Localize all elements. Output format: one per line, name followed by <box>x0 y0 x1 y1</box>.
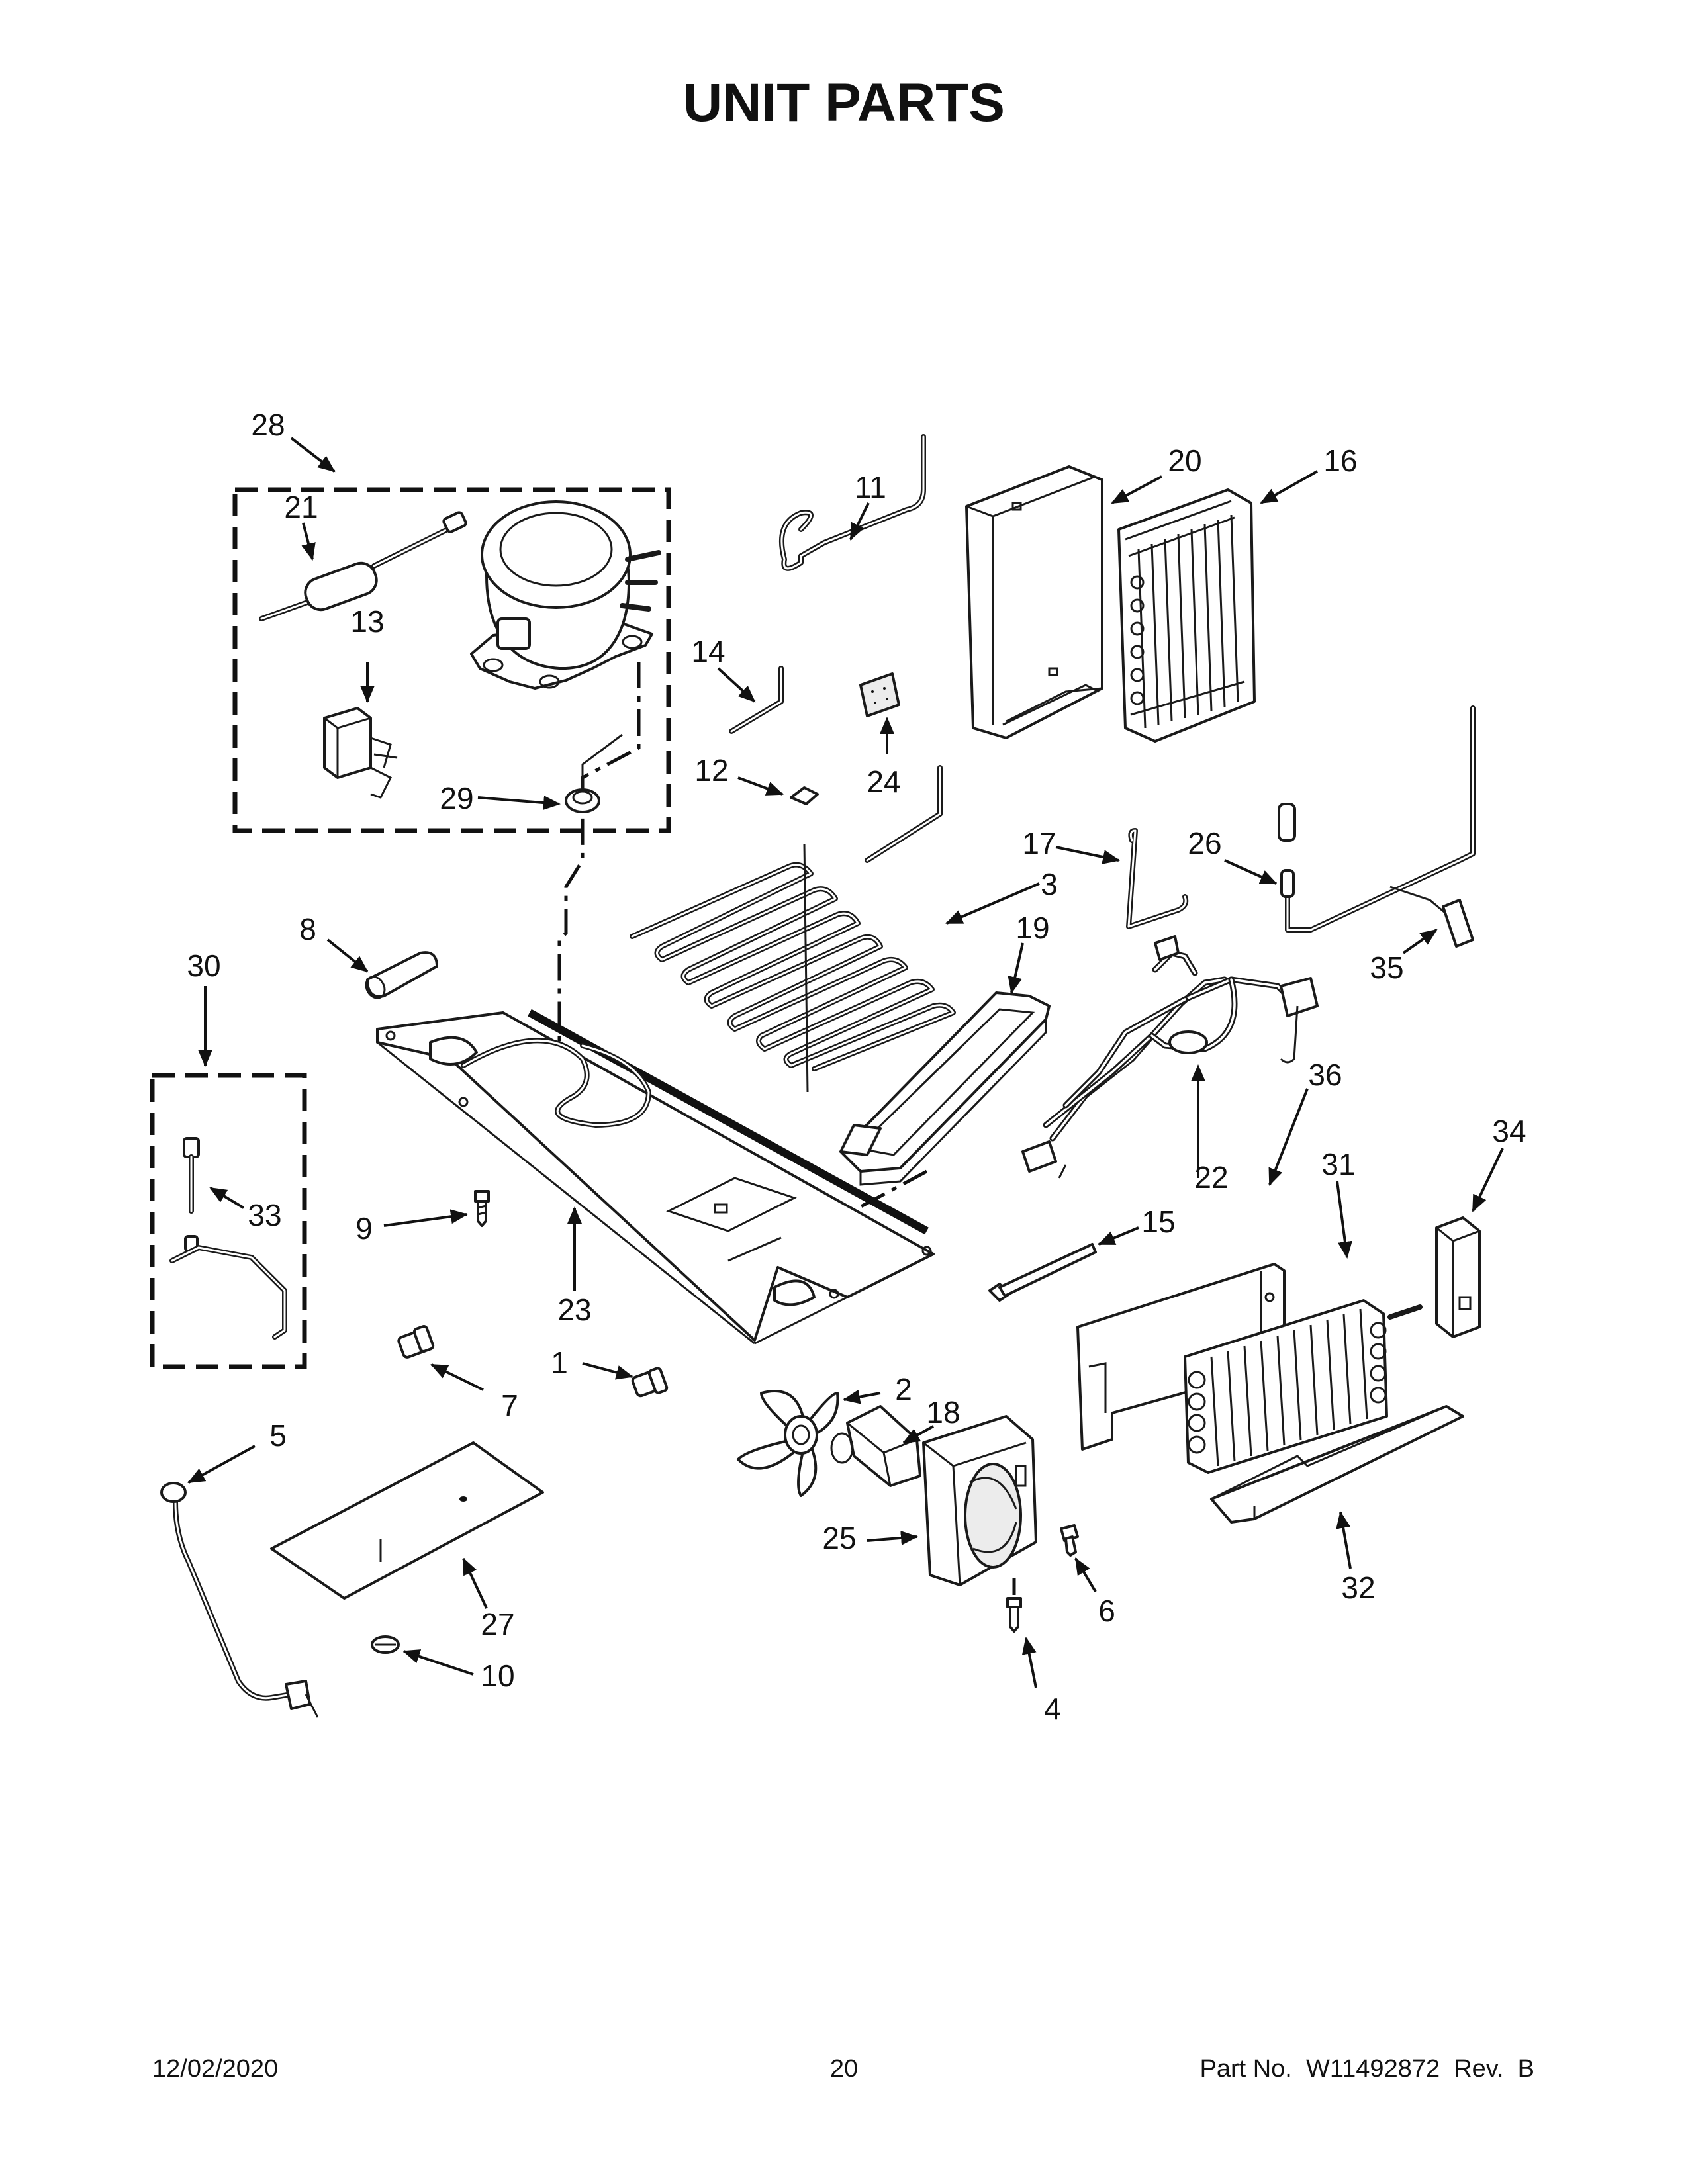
water-valve-kit-group-box <box>150 1073 307 1369</box>
leader-lines <box>187 437 1504 1688</box>
callout-10: 10 <box>481 1659 514 1693</box>
compression-fitting <box>397 1325 435 1359</box>
callout-9: 9 <box>355 1211 373 1246</box>
callout-36: 36 <box>1308 1058 1342 1092</box>
callout-27: 27 <box>481 1607 514 1641</box>
callout-13: 13 <box>350 604 384 639</box>
callout-33: 33 <box>248 1198 281 1232</box>
callout-20: 20 <box>1168 443 1201 478</box>
evaporator-coil <box>1117 488 1256 743</box>
compressor-grommet <box>565 733 623 813</box>
callout-24: 24 <box>867 764 900 799</box>
footer-page-number: 20 <box>830 2055 858 2083</box>
foam-tube <box>365 951 438 999</box>
bumper <box>371 1635 400 1654</box>
callout-3: 3 <box>1041 867 1058 901</box>
compressor-kit-group-box <box>232 487 671 833</box>
compressor <box>470 500 661 690</box>
screw <box>474 1190 490 1227</box>
evaporator-pad <box>859 672 900 717</box>
callout-15: 15 <box>1141 1205 1175 1239</box>
callout-6: 6 <box>1098 1594 1115 1628</box>
callout-28: 28 <box>251 408 285 442</box>
tube <box>729 666 784 734</box>
callout-12: 12 <box>694 753 728 788</box>
callouts: 28 21 13 29 11 20 16 14 24 12 3 19 17 26… <box>187 408 1526 1726</box>
callout-29: 29 <box>440 781 473 815</box>
callout-7: 7 <box>501 1388 518 1423</box>
callout-5: 5 <box>269 1418 287 1453</box>
callout-2: 2 <box>895 1372 912 1406</box>
condenser-fan-motor <box>830 1405 921 1487</box>
callout-4: 4 <box>1044 1692 1061 1726</box>
condenser-fan-blade <box>737 1390 839 1497</box>
defrost-drain-pan <box>1210 1405 1464 1524</box>
callout-11: 11 <box>855 470 886 504</box>
wiring-harness <box>1021 935 1319 1179</box>
callout-18: 18 <box>926 1395 960 1430</box>
footer-part-number: Part No. W11492872 Rev. B <box>1199 2055 1534 2083</box>
clip <box>790 786 819 805</box>
wire-clip <box>1126 828 1189 929</box>
evaporator-drain-pan <box>839 991 1051 1186</box>
machine-compartment-base <box>376 1009 935 1345</box>
callout-19: 19 <box>1015 911 1049 945</box>
callout-32: 32 <box>1341 1570 1375 1605</box>
tubing-assembly <box>778 434 926 571</box>
callout-25: 25 <box>822 1521 856 1555</box>
assembly-line-compressor <box>557 662 641 1132</box>
callout-31: 31 <box>1321 1147 1355 1181</box>
callout-14: 14 <box>691 634 725 668</box>
callout-17: 17 <box>1022 826 1056 860</box>
callout-8: 8 <box>299 912 316 946</box>
union-fitting <box>631 1367 669 1398</box>
callout-16: 16 <box>1323 443 1357 478</box>
callout-23: 23 <box>557 1293 591 1327</box>
callout-1: 1 <box>551 1345 568 1380</box>
shroud-screw <box>1060 1524 1079 1557</box>
defrost-heater <box>630 765 956 1093</box>
condenser-cover <box>1435 1216 1481 1338</box>
callout-22: 22 <box>1194 1160 1228 1195</box>
condenser-coil <box>1184 1299 1423 1474</box>
callout-26: 26 <box>1188 826 1221 860</box>
callout-35: 35 <box>1370 950 1403 985</box>
water-valve <box>169 1137 287 1340</box>
mounting-screw <box>1006 1597 1022 1633</box>
callout-21: 21 <box>284 490 318 524</box>
evaporator-cover <box>965 465 1103 739</box>
water-supply-line <box>160 1482 319 1718</box>
fan-shroud <box>922 1415 1037 1586</box>
thermistor-harness <box>1278 705 1476 933</box>
page-title: UNIT PARTS <box>683 73 1005 133</box>
cable-tie <box>988 1243 1097 1302</box>
insulation-panel <box>270 1441 544 1600</box>
filter-drier <box>259 511 467 621</box>
start-relay <box>323 707 398 799</box>
callout-30: 30 <box>187 948 220 983</box>
heat-shield <box>1442 899 1474 948</box>
footer-date: 12/02/2020 <box>152 2055 278 2083</box>
callout-34: 34 <box>1492 1114 1526 1148</box>
